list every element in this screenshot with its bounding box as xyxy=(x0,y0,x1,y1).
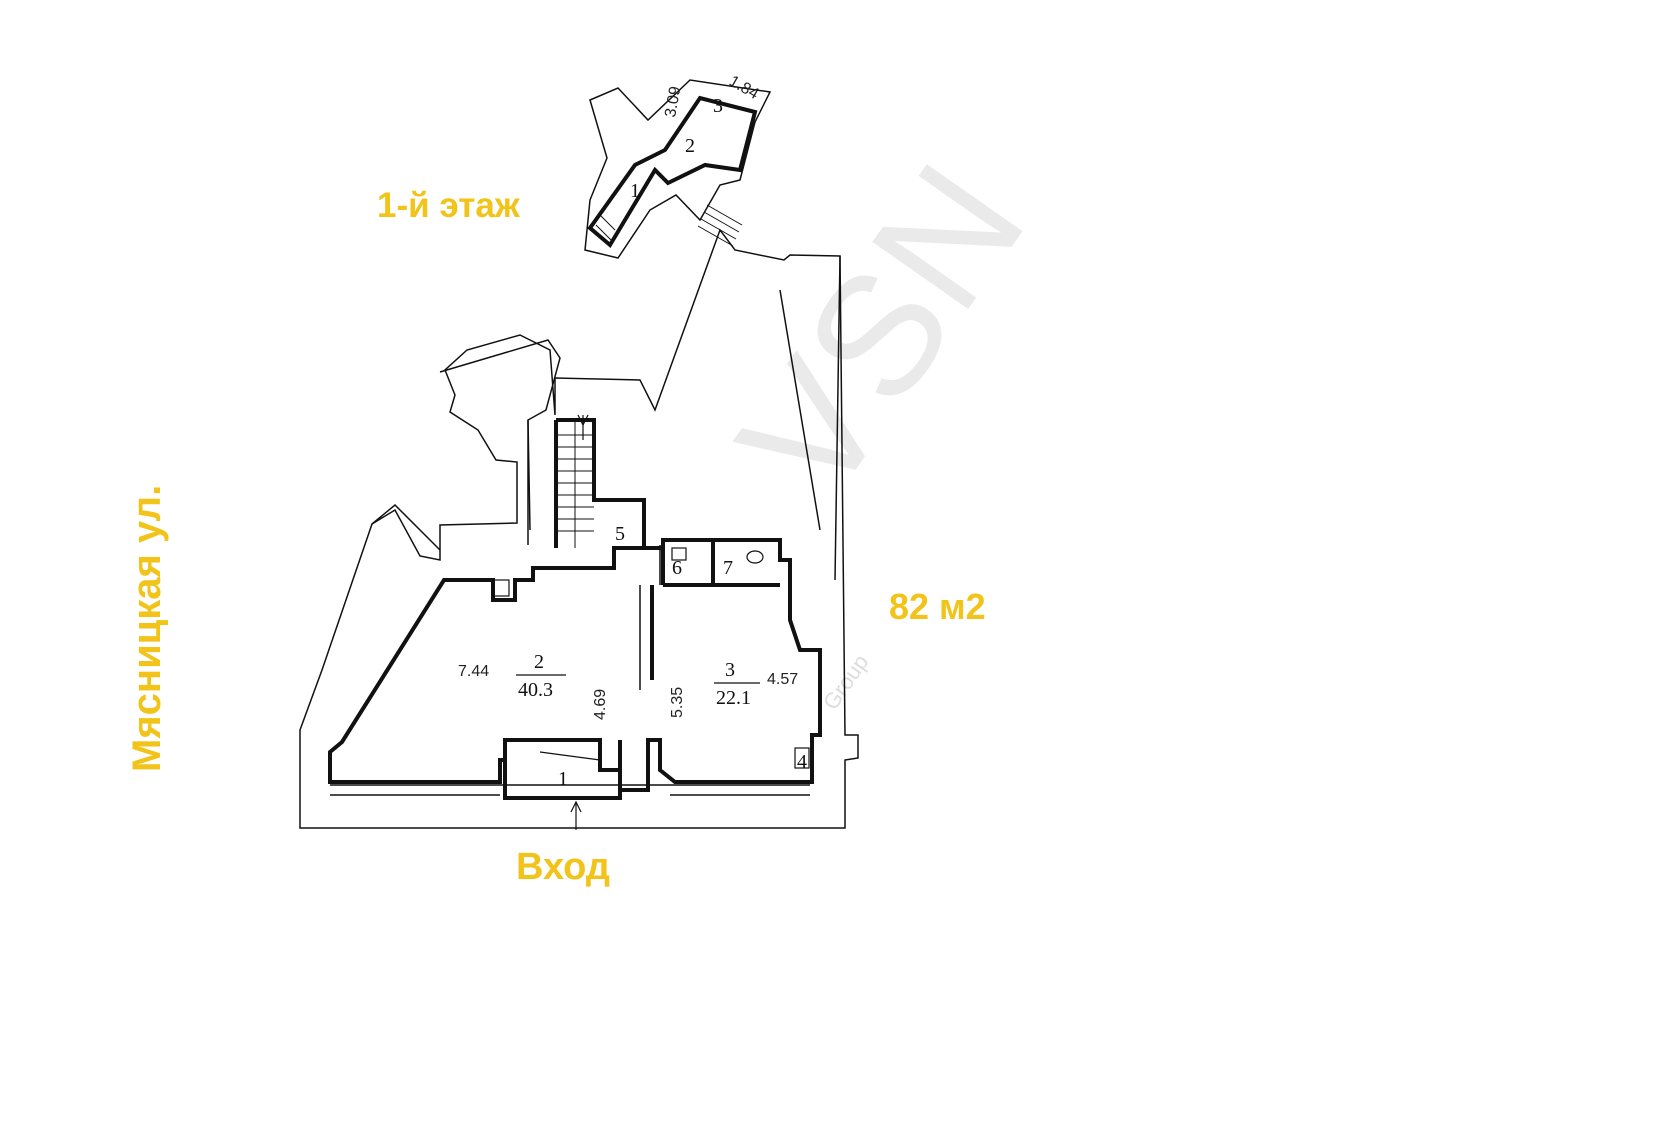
room-4-label: 4 xyxy=(797,751,807,773)
room-6-label: 6 xyxy=(672,557,682,579)
top-annex-walls xyxy=(587,95,758,249)
top-room-2-label: 2 xyxy=(685,135,695,157)
room-2-area: 40.3 xyxy=(518,679,553,701)
room-3-area: 22.1 xyxy=(716,687,751,709)
dim-1-84: 1.84 xyxy=(726,73,762,103)
stair-treads xyxy=(556,204,743,548)
entrance-label: Вход xyxy=(516,846,610,888)
radiator-fixture xyxy=(492,579,510,597)
area-label: 82 м2 xyxy=(889,586,986,627)
dim-4-69: 4.69 xyxy=(592,689,609,720)
top-annex xyxy=(584,79,772,259)
top-room-3-label: 3 xyxy=(713,95,723,117)
dim-4-57: 4.57 xyxy=(767,671,798,688)
dim-5-35: 5.35 xyxy=(669,687,686,718)
dim-3-09: 3.09 xyxy=(662,85,684,119)
dim-7-44: 7.44 xyxy=(458,663,489,680)
upper-left-wing xyxy=(439,339,561,531)
floor-label: 1-й этаж xyxy=(377,186,520,225)
stair-outline xyxy=(556,418,646,550)
room-1-label: 1 xyxy=(558,768,568,790)
room-7-label: 7 xyxy=(723,557,733,579)
top-room-1-label: 1 xyxy=(630,180,640,202)
room-5-label: 5 xyxy=(615,523,625,545)
premises-outline xyxy=(328,538,822,792)
building-outline xyxy=(299,228,859,829)
left-annex xyxy=(371,503,441,551)
street-label: Мясницкая ул. xyxy=(125,484,169,772)
toilet-fixture xyxy=(746,550,764,564)
room-3-label: 3 xyxy=(725,659,735,681)
room-2-label: 2 xyxy=(534,651,544,673)
